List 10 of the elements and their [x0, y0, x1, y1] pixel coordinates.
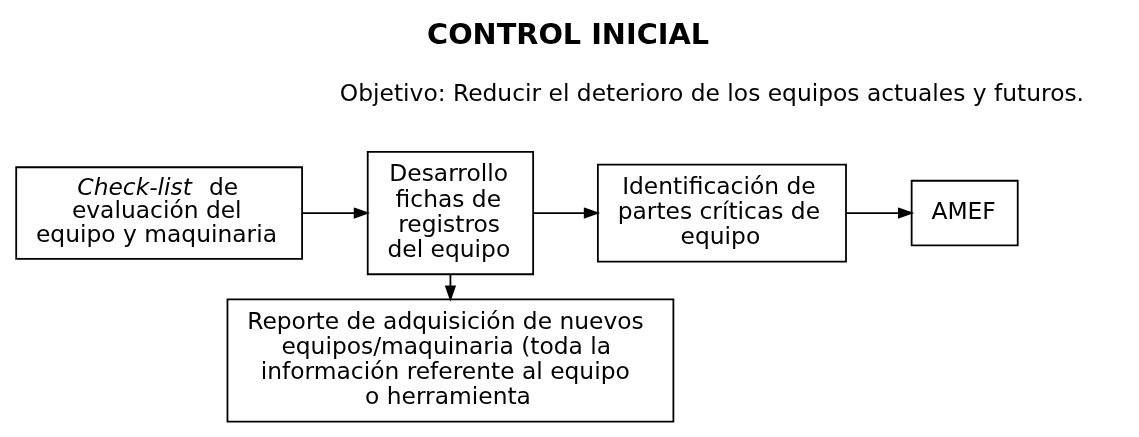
diagram-title: CONTROL INICIAL	[426, 16, 709, 51]
arrow	[531, 207, 600, 219]
node-box: AMEF	[910, 179, 1019, 247]
node-box: Reporte de adquisición de nuevos equipos/maquinaria (toda la información referente al equipo o herramienta	[226, 298, 674, 423]
node-box: Check-list de evaluación del equipo y maquinaria	[14, 166, 303, 260]
arrow	[844, 207, 914, 219]
node-box: Desarrollo fichas de registros del equipo	[366, 151, 534, 276]
arrow	[301, 207, 370, 219]
node-box: Identificación de partes críticas de equipo	[596, 163, 847, 263]
label: Objetivo: Reducir el deterioro de los equipos actuales y futuros.	[339, 78, 1084, 107]
